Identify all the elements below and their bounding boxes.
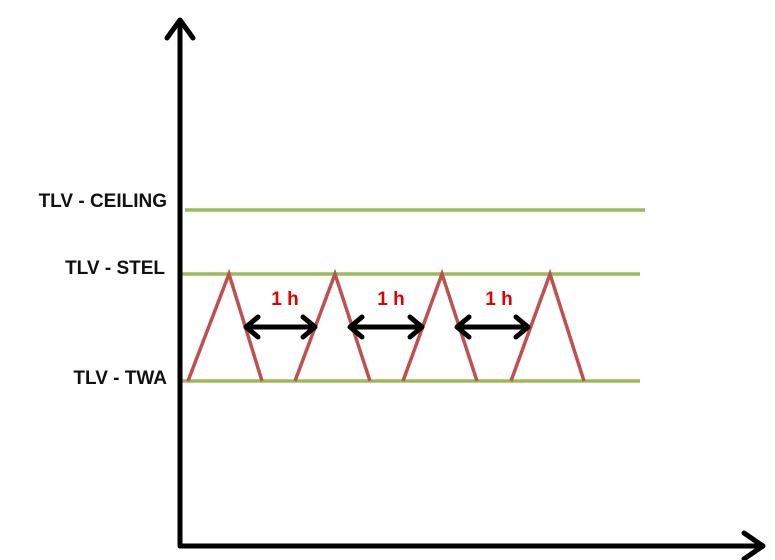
y-axis-arrowhead <box>164 17 196 41</box>
x-axis <box>177 530 766 560</box>
stel-label: TLV - STEL <box>65 258 165 279</box>
exposure-peak-3 <box>401 268 479 382</box>
x-axis-arrowhead <box>741 530 766 560</box>
interval-label-1: 1 h <box>271 289 298 310</box>
interval-arrow-1 <box>243 314 318 340</box>
interval-label-2: 1 h <box>377 289 404 310</box>
y-axis <box>164 17 196 549</box>
twa-label: TLV - TWA <box>73 368 167 389</box>
exposure-peak-2 <box>293 268 372 382</box>
interval-label-3: 1 h <box>485 289 512 310</box>
interval-arrow-3 <box>454 314 531 340</box>
ceiling-label: TLV - CEILING <box>39 191 167 212</box>
interval-arrow-2 <box>347 314 425 340</box>
exposure-peak-1 <box>186 268 264 382</box>
exposure-peak-4 <box>509 268 586 382</box>
exposure-wave <box>186 268 586 382</box>
